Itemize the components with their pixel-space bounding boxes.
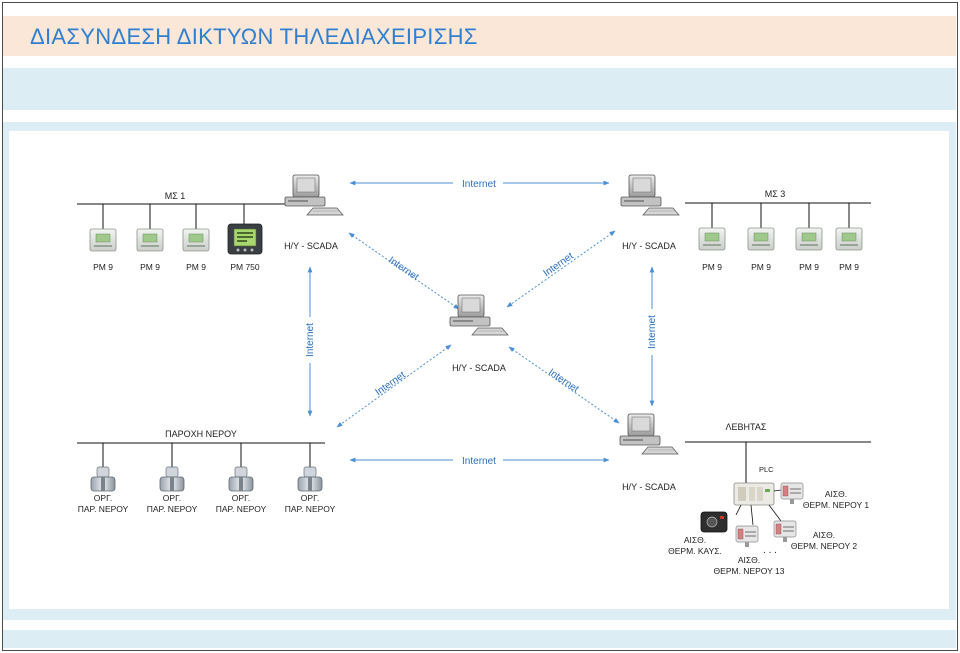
ms3-meter-2-label: PM 9 xyxy=(751,262,771,272)
ms1-scada-pc-icon xyxy=(284,174,344,216)
station-ms3: ΜΣ 3 PM 9 PM 9 PM 9 PM 9 Η/Υ - SCADA xyxy=(620,174,871,272)
link-diag-tl-label: Internet xyxy=(386,255,420,283)
link-bottom-label: Internet xyxy=(462,456,496,467)
ms1-meter-1 xyxy=(89,228,117,252)
station-water-label: ΠΑΡΟΧΗ ΝΕΡΟΥ xyxy=(165,429,237,439)
center-scada-label: Η/Υ - SCADA xyxy=(452,363,506,373)
link-right-label: Internet xyxy=(647,315,658,349)
ms1-meter-2-label: PM 9 xyxy=(140,262,160,272)
link-bottom: Internet xyxy=(349,453,610,467)
footer-band xyxy=(3,630,956,648)
link-right: Internet xyxy=(644,266,660,407)
ms3-meter-3 xyxy=(795,227,823,251)
network-diagram: Internet Internet Internet Internet Inte… xyxy=(9,131,949,609)
sensor-2-icon xyxy=(773,520,797,543)
sensor-kays-line2: ΘΕΡΜ. ΚΑΥΣ. xyxy=(668,546,722,556)
station-center: Η/Υ - SCADA xyxy=(449,294,509,373)
link-diag-tr-label: Internet xyxy=(542,251,576,280)
sensor-2-line1: ΑΙΣΘ. xyxy=(813,530,835,540)
link-left: Internet xyxy=(302,266,318,417)
water-meter-3-icon xyxy=(228,466,254,492)
link-top: Internet xyxy=(349,176,610,190)
water-meter-3-line2: ΠΑΡ. ΝΕΡΟΥ xyxy=(216,504,267,514)
sensor-1-icon xyxy=(780,482,804,505)
link-diag-br-label: Internet xyxy=(546,367,580,395)
plc-icon xyxy=(733,482,775,506)
ms1-meter-4 xyxy=(227,223,263,255)
sensor-ellipsis: . . . xyxy=(763,545,777,556)
ms3-scada-pc-icon xyxy=(620,174,680,216)
station-boiler: Η/Υ - SCADA ΛΕΒΗΤΑΣ PLC ΑΙΣΘ. ΘΕΡΜ. ΝΕΡΟ… xyxy=(619,413,871,576)
water-meter-2-line2: ΠΑΡ. ΝΕΡΟΥ xyxy=(147,504,198,514)
title-bar xyxy=(3,16,956,56)
water-meter-4-line2: ΠΑΡ. ΝΕΡΟΥ xyxy=(285,504,336,514)
sensor-1-line2: ΘΕΡΜ. ΝΕΡΟΥ 1 xyxy=(803,500,869,510)
ms1-meter-1-label: PM 9 xyxy=(93,262,113,272)
link-diag-bl-label: Internet xyxy=(374,370,408,399)
page-title: ΔΙΑΣΥΝΔΕΣΗ ΔΙΚΤΥΩΝ ΤΗΛΕΔΙΑΧΕΙΡΙΣΗΣ xyxy=(30,24,478,49)
link-left-label: Internet xyxy=(305,323,316,357)
water-meter-1-icon xyxy=(90,466,116,492)
ms3-meter-4 xyxy=(835,227,863,251)
link-diag-tl: Internet xyxy=(348,232,460,310)
water-meter-1-line2: ΠΑΡ. ΝΕΡΟΥ xyxy=(78,504,129,514)
ms1-scada-label: Η/Υ - SCADA xyxy=(284,241,338,251)
ms3-meter-4-label: PM 9 xyxy=(839,262,859,272)
water-meter-1-line1: ΟΡΓ. xyxy=(94,493,112,503)
center-scada-pc-icon xyxy=(449,294,509,336)
sensor-13-line1: ΑΙΣΘ. xyxy=(738,555,760,565)
sensor-13-line2: ΘΕΡΜ. ΝΕΡΟΥ 13 xyxy=(714,566,785,576)
boiler-scada-pc-icon xyxy=(619,413,679,455)
header-band xyxy=(3,68,956,110)
ms3-meter-3-label: PM 9 xyxy=(799,262,819,272)
link-diag-tr: Internet xyxy=(506,230,616,308)
ms3-meter-1 xyxy=(698,227,726,251)
water-meter-2-icon xyxy=(159,466,185,492)
sensor-13-icon xyxy=(735,525,759,548)
station-ms1-label: ΜΣ 1 xyxy=(165,191,186,201)
water-meter-4-line1: ΟΡΓ. xyxy=(301,493,319,503)
water-meter-2-line1: ΟΡΓ. xyxy=(163,493,181,503)
water-meter-4-icon xyxy=(297,466,323,492)
ms1-meter-3-label: PM 9 xyxy=(186,262,206,272)
link-diag-bl: Internet xyxy=(336,344,452,428)
ms1-meter-2 xyxy=(136,228,164,252)
sensor-1-line1: ΑΙΣΘ. xyxy=(825,489,847,499)
link-diag-br: Internet xyxy=(508,346,620,424)
station-ms3-label: ΜΣ 3 xyxy=(765,189,786,199)
station-ms1: ΜΣ 1 PM 9 PM 9 PM 9 PM 750 Η/Υ - SCADA xyxy=(77,174,344,272)
sensor-kays-icon xyxy=(700,511,728,533)
sensor-kays-line1: ΑΙΣΘ. xyxy=(684,535,706,545)
station-boiler-label: ΛΕΒΗΤΑΣ xyxy=(726,422,767,432)
ms1-meter-3 xyxy=(182,228,210,252)
water-meter-3-line1: ΟΡΓ. xyxy=(232,493,250,503)
boiler-scada-label: Η/Υ - SCADA xyxy=(622,482,676,492)
sensor-2-line2: ΘΕΡΜ. ΝΕΡΟΥ 2 xyxy=(791,541,857,551)
plc-label: PLC xyxy=(759,465,774,474)
ms1-meter-4-label: PM 750 xyxy=(230,262,260,272)
station-water: ΠΑΡΟΧΗ ΝΕΡΟΥ ΟΡΓ. ΠΑΡ. ΝΕΡΟΥ ΟΡΓ. ΠΑΡ. Ν… xyxy=(77,429,336,514)
ms3-meter-2 xyxy=(747,227,775,251)
link-top-label: Internet xyxy=(462,179,496,190)
ms3-meter-1-label: PM 9 xyxy=(702,262,722,272)
ms3-scada-label: Η/Υ - SCADA xyxy=(622,241,676,251)
